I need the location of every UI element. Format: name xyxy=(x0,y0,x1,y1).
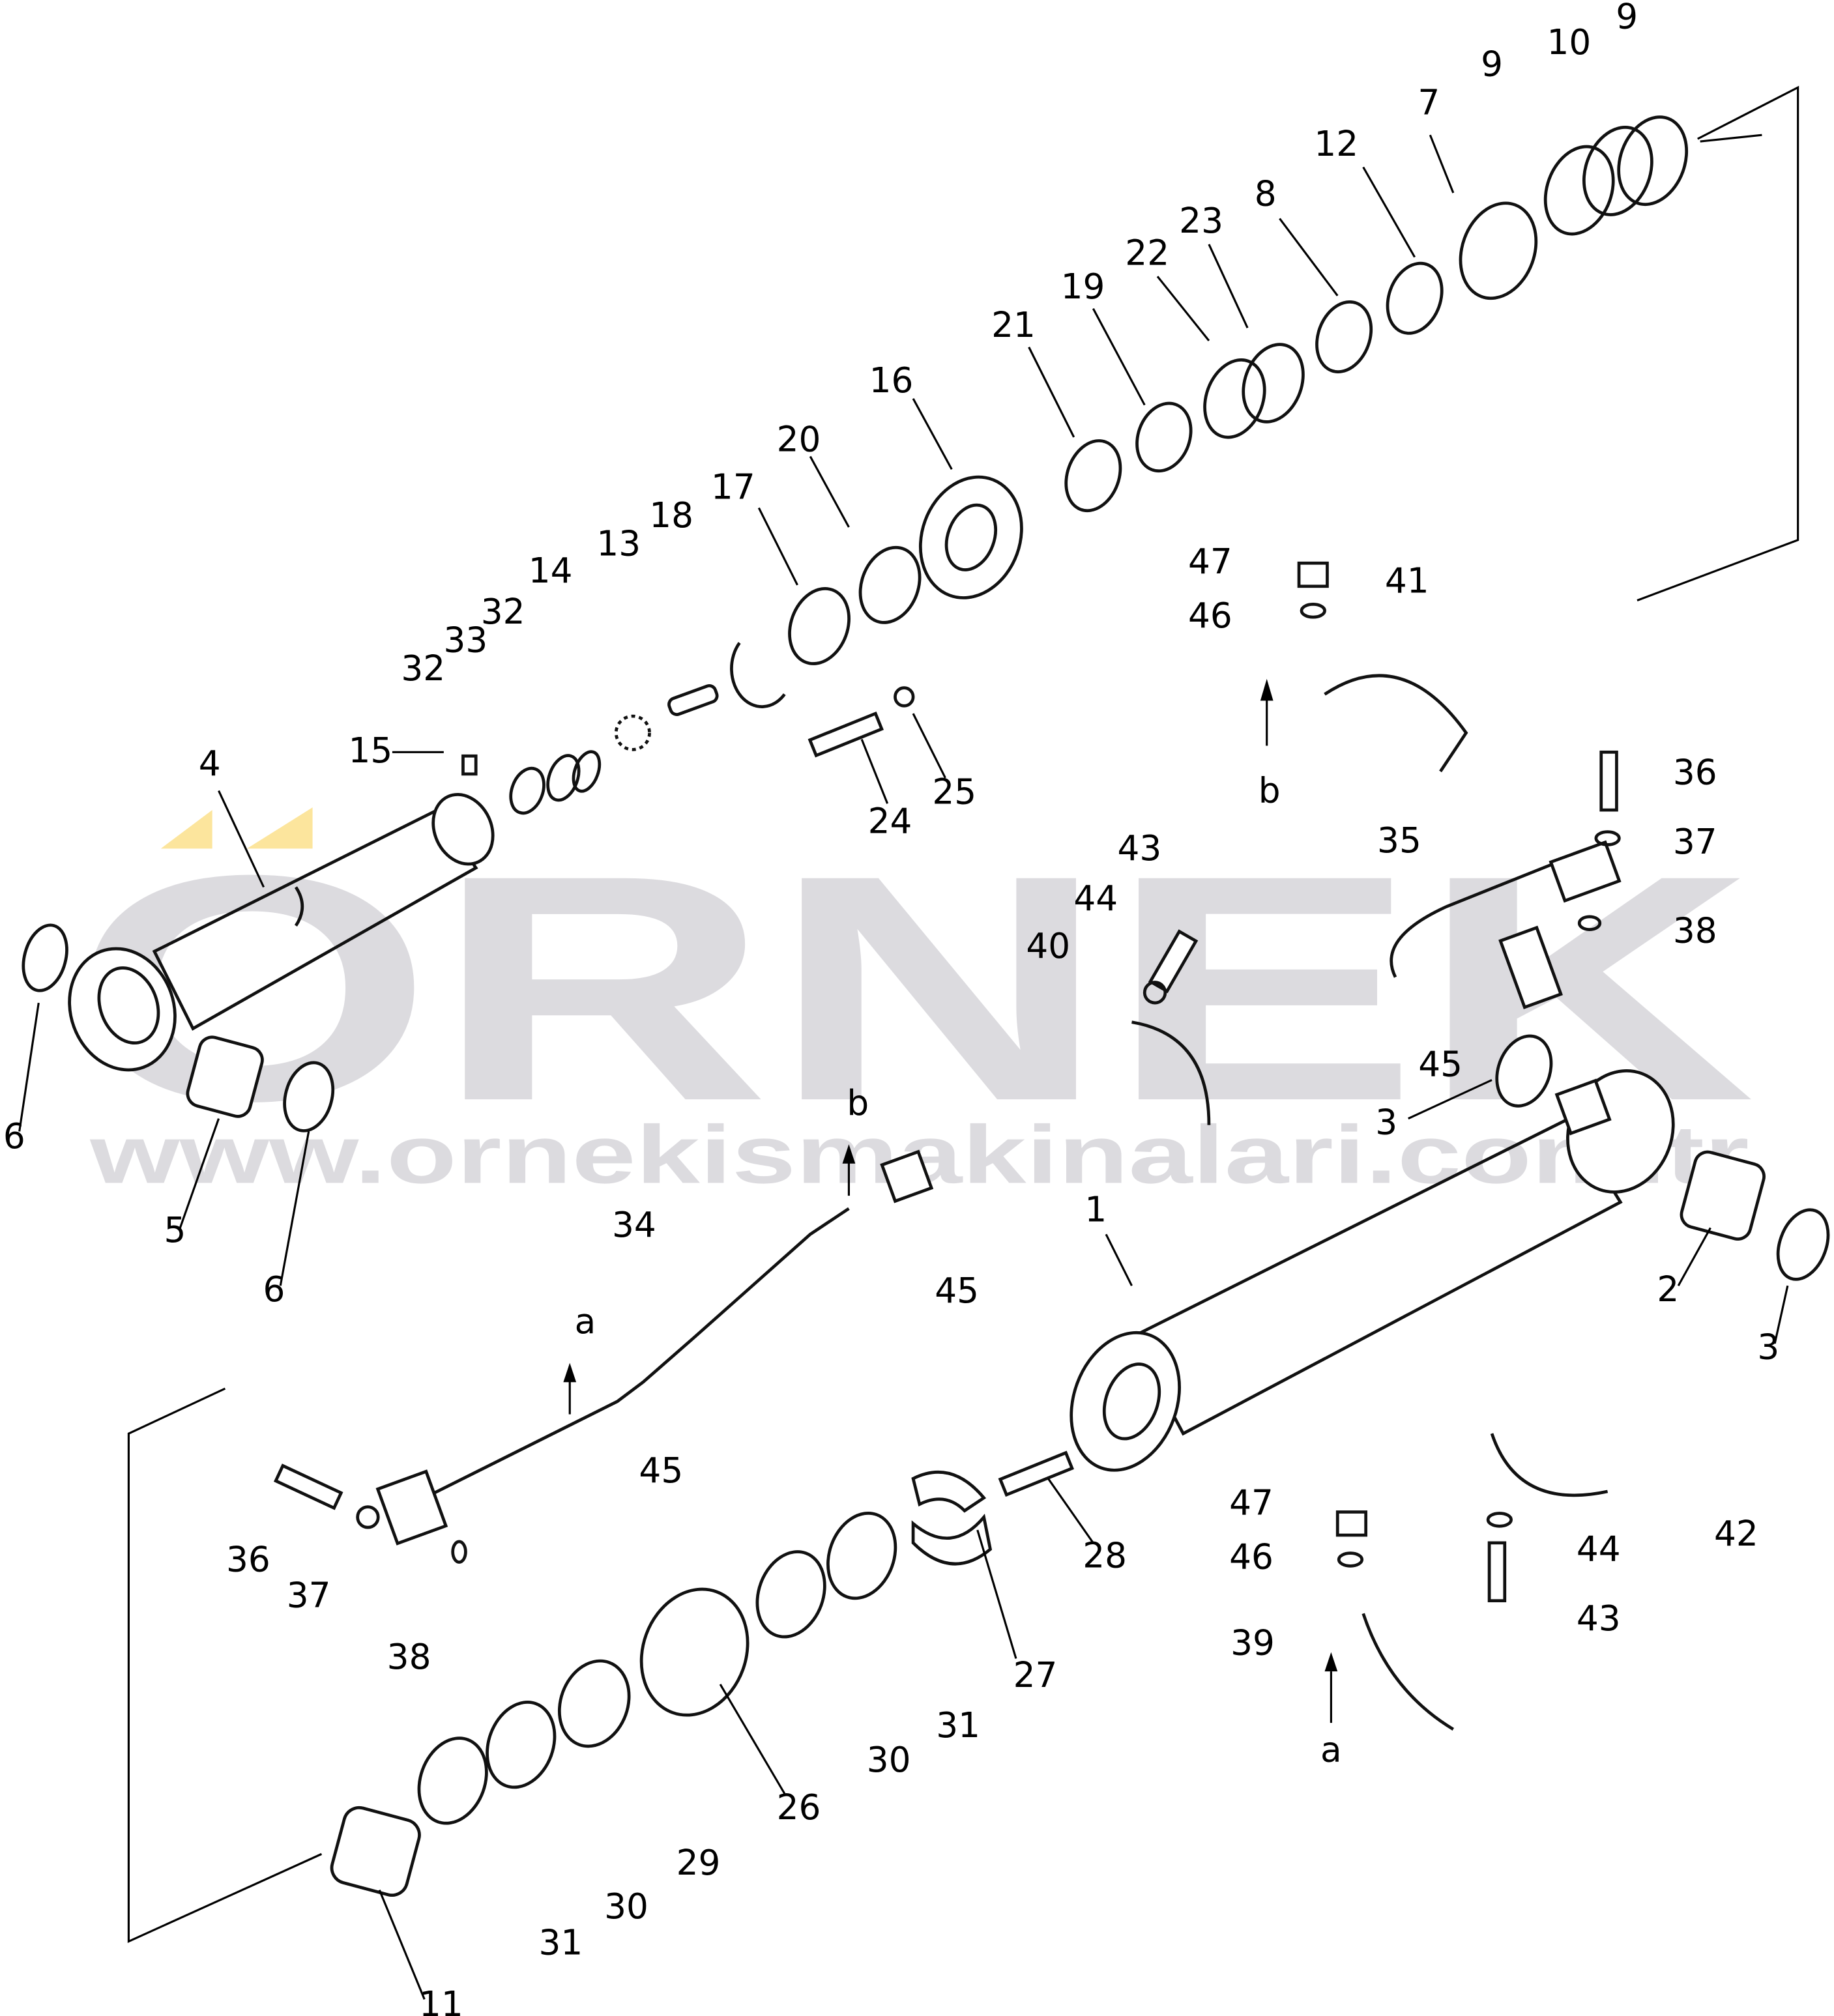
part-label: 27 xyxy=(1013,1655,1058,1695)
part-label: 43 xyxy=(1117,828,1161,869)
cylinder-body xyxy=(1070,1034,1830,1472)
part-label: 6 xyxy=(3,1116,25,1157)
assembly-bracket-lines xyxy=(127,85,1799,1944)
part-label: 31 xyxy=(539,1922,583,1963)
watermark: ORNEK www.ornekismakinalari.com.tr xyxy=(71,807,1756,1200)
piston-assembly xyxy=(330,1450,1075,1897)
part-label: 14 xyxy=(529,551,573,591)
reference-arrows xyxy=(563,678,1338,1723)
part-label: 34 xyxy=(612,1205,656,1245)
part-label: 38 xyxy=(1673,910,1717,951)
part-label: 22 xyxy=(1125,233,1169,273)
part-label: 25 xyxy=(932,771,976,812)
part-label: 36 xyxy=(1673,753,1717,793)
part-label: 19 xyxy=(1061,266,1105,307)
part-label: 37 xyxy=(287,1576,331,1616)
part-label: 37 xyxy=(1673,822,1717,862)
reference-letters: a a b b xyxy=(575,770,1342,1770)
part-label: 45 xyxy=(1418,1044,1463,1085)
part-label: 28 xyxy=(1083,1535,1127,1576)
part-label: 42 xyxy=(1714,1514,1758,1554)
part-label: 6 xyxy=(263,1269,285,1310)
part-label: 21 xyxy=(991,305,1036,345)
part-label: 33 xyxy=(444,620,488,660)
part-label: 20 xyxy=(777,420,821,460)
part-label: 46 xyxy=(1188,596,1232,636)
part-label: 26 xyxy=(777,1787,821,1828)
part-label: 30 xyxy=(604,1886,648,1927)
part-labels: 1 2 3 3 4 5 6 6 7 8 9 9 10 11 12 13 14 1… xyxy=(3,0,1779,2016)
ref-letter-a: a xyxy=(575,1301,596,1342)
part-label: 17 xyxy=(711,467,755,508)
pipes-and-clamps xyxy=(273,561,1622,1731)
part-label: 40 xyxy=(1026,926,1070,966)
part-label: 9 xyxy=(1616,0,1638,36)
part-label: 38 xyxy=(387,1637,431,1677)
part-label: 45 xyxy=(639,1450,683,1491)
ref-letter-b: b xyxy=(1259,770,1281,811)
part-label: 30 xyxy=(867,1740,911,1780)
watermark-brand: ORNEK xyxy=(71,808,1756,1168)
part-label: 16 xyxy=(869,360,914,401)
part-label: 44 xyxy=(1073,878,1118,919)
part-label: 32 xyxy=(481,592,525,632)
part-label: 43 xyxy=(1577,1598,1621,1639)
part-label: 1 xyxy=(1084,1190,1107,1230)
ref-letter-b: b xyxy=(847,1083,869,1123)
part-label: 35 xyxy=(1377,820,1421,861)
part-label: 36 xyxy=(226,1539,270,1579)
part-label: 3 xyxy=(1757,1327,1779,1368)
leader-lines xyxy=(18,134,1789,2000)
part-label: 31 xyxy=(936,1705,980,1746)
part-label: 4 xyxy=(199,743,221,784)
part-label: 47 xyxy=(1229,1482,1274,1523)
part-label: 47 xyxy=(1188,541,1232,582)
part-label: 5 xyxy=(164,1210,186,1250)
part-label: 18 xyxy=(649,495,693,536)
part-label: 10 xyxy=(1547,22,1592,63)
ref-letter-a: a xyxy=(1320,1729,1342,1770)
part-label: 15 xyxy=(348,730,392,771)
part-label: 9 xyxy=(1481,44,1503,84)
part-label: 2 xyxy=(1657,1269,1679,1310)
part-label: 44 xyxy=(1577,1529,1621,1569)
rod-assembly xyxy=(22,115,1689,1132)
part-label: 11 xyxy=(419,1984,463,2016)
part-label: 8 xyxy=(1255,174,1277,214)
part-label: 12 xyxy=(1314,124,1358,164)
part-label: 39 xyxy=(1230,1623,1275,1663)
part-label: 23 xyxy=(1179,201,1223,241)
part-label: 46 xyxy=(1229,1536,1274,1577)
part-label: 3 xyxy=(1375,1102,1397,1142)
part-label: 13 xyxy=(596,523,641,564)
part-label: 32 xyxy=(401,648,445,689)
part-label: 24 xyxy=(868,801,912,842)
part-label: 7 xyxy=(1418,83,1440,123)
part-label: 45 xyxy=(935,1271,979,1311)
part-label: 29 xyxy=(677,1843,721,1883)
part-label: 41 xyxy=(1385,561,1429,601)
